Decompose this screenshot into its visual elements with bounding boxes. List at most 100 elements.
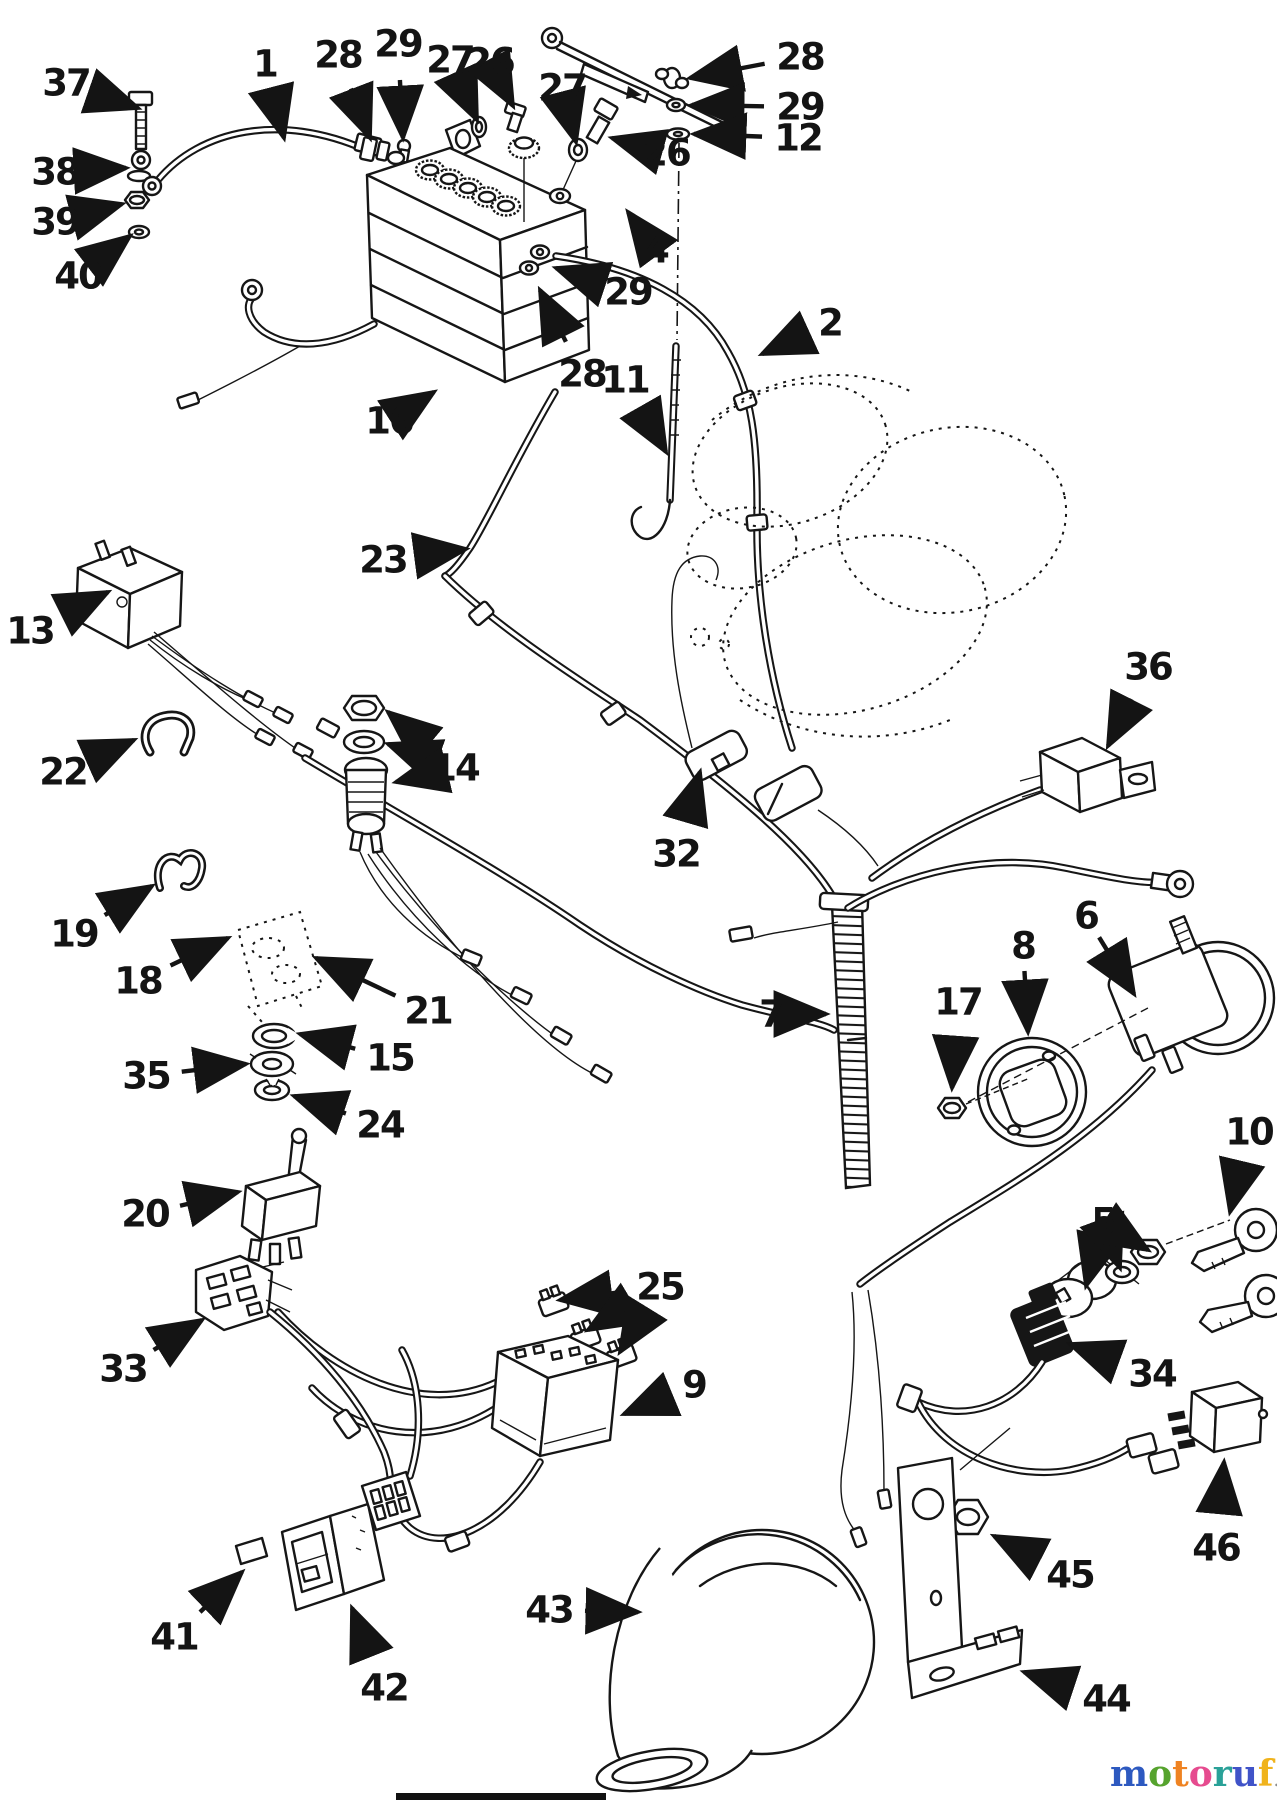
- callout-14-ignition-switch-hardware: 14: [383, 708, 482, 794]
- watermark-letter: f: [1257, 1753, 1274, 1795]
- callout-18-switch-mount-ghost: 18: [114, 935, 233, 1003]
- callout-13-voltage-regulator: 13: [6, 589, 113, 653]
- callout-29-clamp-bolt: 29: [374, 23, 425, 143]
- relay: [1167, 1380, 1269, 1454]
- callout-22-retainer-clip: 22: [39, 737, 139, 794]
- part-number-44: 44: [1082, 1678, 1131, 1721]
- callout-29-lock-washer: 29: [687, 82, 826, 130]
- gauge-bezel: [965, 1036, 1088, 1148]
- part-number-9: 9: [682, 1364, 706, 1407]
- part-number-22: 22: [39, 751, 87, 794]
- keys: [1165, 1207, 1277, 1334]
- part-number-42: 42: [360, 1667, 408, 1710]
- callout-28-cable-clamp: 28: [314, 34, 374, 143]
- callout-2-positive-cable: 2: [757, 302, 844, 357]
- ammeter: [856, 915, 1276, 1288]
- callout-38-flat-washer: 38: [31, 147, 131, 195]
- part-number-46: 46: [1192, 1527, 1240, 1570]
- callout-28-wing-nut: 28: [685, 36, 826, 92]
- callout-37-hex-bolt: 37: [42, 62, 143, 114]
- watermark-letter: o: [1148, 1753, 1173, 1795]
- watermark-letter: o: [1188, 1753, 1213, 1795]
- callout-4-terminal-boot: 4: [625, 208, 679, 272]
- switch-small-hardware: [249, 1022, 302, 1102]
- callout-15-retaining-ring: 15: [295, 1024, 416, 1080]
- callout-19-spring-clip: 19: [50, 883, 157, 956]
- part-number-28: 28: [558, 353, 606, 396]
- spade-branch: [728, 921, 839, 943]
- callout-44-mounting-bracket: 44: [1019, 1665, 1133, 1721]
- part-number-1: 1: [253, 43, 277, 86]
- callout-23-harness-lead: 23: [359, 532, 471, 582]
- part-number-18: 18: [114, 960, 162, 1003]
- callout-6-ammeter: 6: [1074, 895, 1137, 999]
- callout-39-hex-nut: 39: [31, 194, 127, 244]
- callout-45-nut: 45: [989, 1533, 1096, 1597]
- part-number-37: 37: [42, 62, 90, 105]
- callout-36-harness-connector: 36: [1105, 646, 1174, 751]
- callout-20-toggle-switch: 20: [121, 1180, 243, 1236]
- part-number-29: 29: [374, 23, 422, 66]
- part-number-20: 20: [121, 1193, 169, 1236]
- part-number-12: 12: [774, 117, 822, 160]
- mounting-bracket: [896, 1427, 1024, 1700]
- callout-1-battery-ground-cable: 1: [247, 43, 295, 143]
- callout-27-washer: 27: [538, 67, 588, 147]
- gauge-nut: [936, 1096, 968, 1120]
- callout-5-key-switch-hardware: 5: [1076, 1201, 1153, 1291]
- harness-loom: [818, 891, 872, 1190]
- callout-7-harness-loom: 7: [759, 990, 831, 1038]
- watermark-letter: t: [1172, 1753, 1189, 1795]
- callout-29-terminal-lug: 29: [551, 261, 654, 314]
- horn-leads: [840, 1289, 893, 1549]
- watermark-letter: m: [1110, 1753, 1149, 1795]
- callout-28-terminal-lug: 28: [537, 285, 608, 396]
- watermark-suffix: .de: [1273, 1767, 1277, 1791]
- part-number-14: 14: [431, 747, 480, 790]
- callout-41-spacer: 41: [150, 1568, 246, 1659]
- part-number-28: 28: [776, 36, 824, 79]
- switch-mount-ghost: [236, 910, 324, 1023]
- connector-plug-33: [194, 1254, 293, 1332]
- part-number-29: 29: [604, 271, 652, 314]
- part-number-29: 29: [776, 86, 824, 129]
- part-number-4: 4: [644, 229, 669, 272]
- part-number-23: 23: [359, 539, 407, 582]
- callout-8-gauge-bezel: 8: [1001, 925, 1049, 1037]
- callout-11-j-bolt: 11: [601, 359, 669, 457]
- part-number-32: 32: [652, 833, 700, 876]
- callout-21-switch-mount-ghost: 21: [311, 955, 454, 1033]
- bottom-crop-bar: [396, 1793, 606, 1800]
- positive-cable: [552, 252, 796, 752]
- retainer-clip: [140, 710, 196, 757]
- part-number-40: 40: [54, 255, 102, 298]
- callout-35-washer: 35: [122, 1046, 251, 1098]
- part-number-27: 27: [426, 39, 474, 82]
- part-number-10: 10: [1225, 1111, 1273, 1154]
- connector-34: [896, 1282, 1180, 1477]
- callout-26-bolt: 26: [607, 129, 692, 175]
- ground-cable: [141, 125, 383, 197]
- part-number-17: 17: [934, 981, 982, 1024]
- callout-33-connector-plug: 33: [99, 1317, 207, 1391]
- engine-ghost: [686, 374, 1068, 738]
- ring-terminal-lead: [844, 858, 1195, 912]
- callout-43-horn: 43: [525, 1586, 643, 1635]
- part-number-19: 19: [50, 913, 98, 956]
- watermark-text: motoruf: [1110, 1753, 1273, 1795]
- callout-16-battery: 16: [365, 389, 439, 443]
- watermark-letter: r: [1212, 1753, 1232, 1795]
- spring-clip: [154, 849, 207, 892]
- part-number-25: 25: [636, 1266, 684, 1309]
- rocker-switch: [280, 1470, 422, 1612]
- part-number-11: 11: [601, 359, 649, 402]
- part-number-26: 26: [466, 41, 514, 84]
- callout-46-relay: 46: [1192, 1457, 1243, 1570]
- battery: [365, 136, 591, 384]
- callout-10-keys: 10: [1218, 1111, 1275, 1217]
- part-number-38: 38: [31, 151, 79, 194]
- watermark-logo: motoruf.de: [1110, 1754, 1277, 1799]
- part-number-2: 2: [818, 302, 842, 345]
- watermark-letter: u: [1231, 1753, 1258, 1795]
